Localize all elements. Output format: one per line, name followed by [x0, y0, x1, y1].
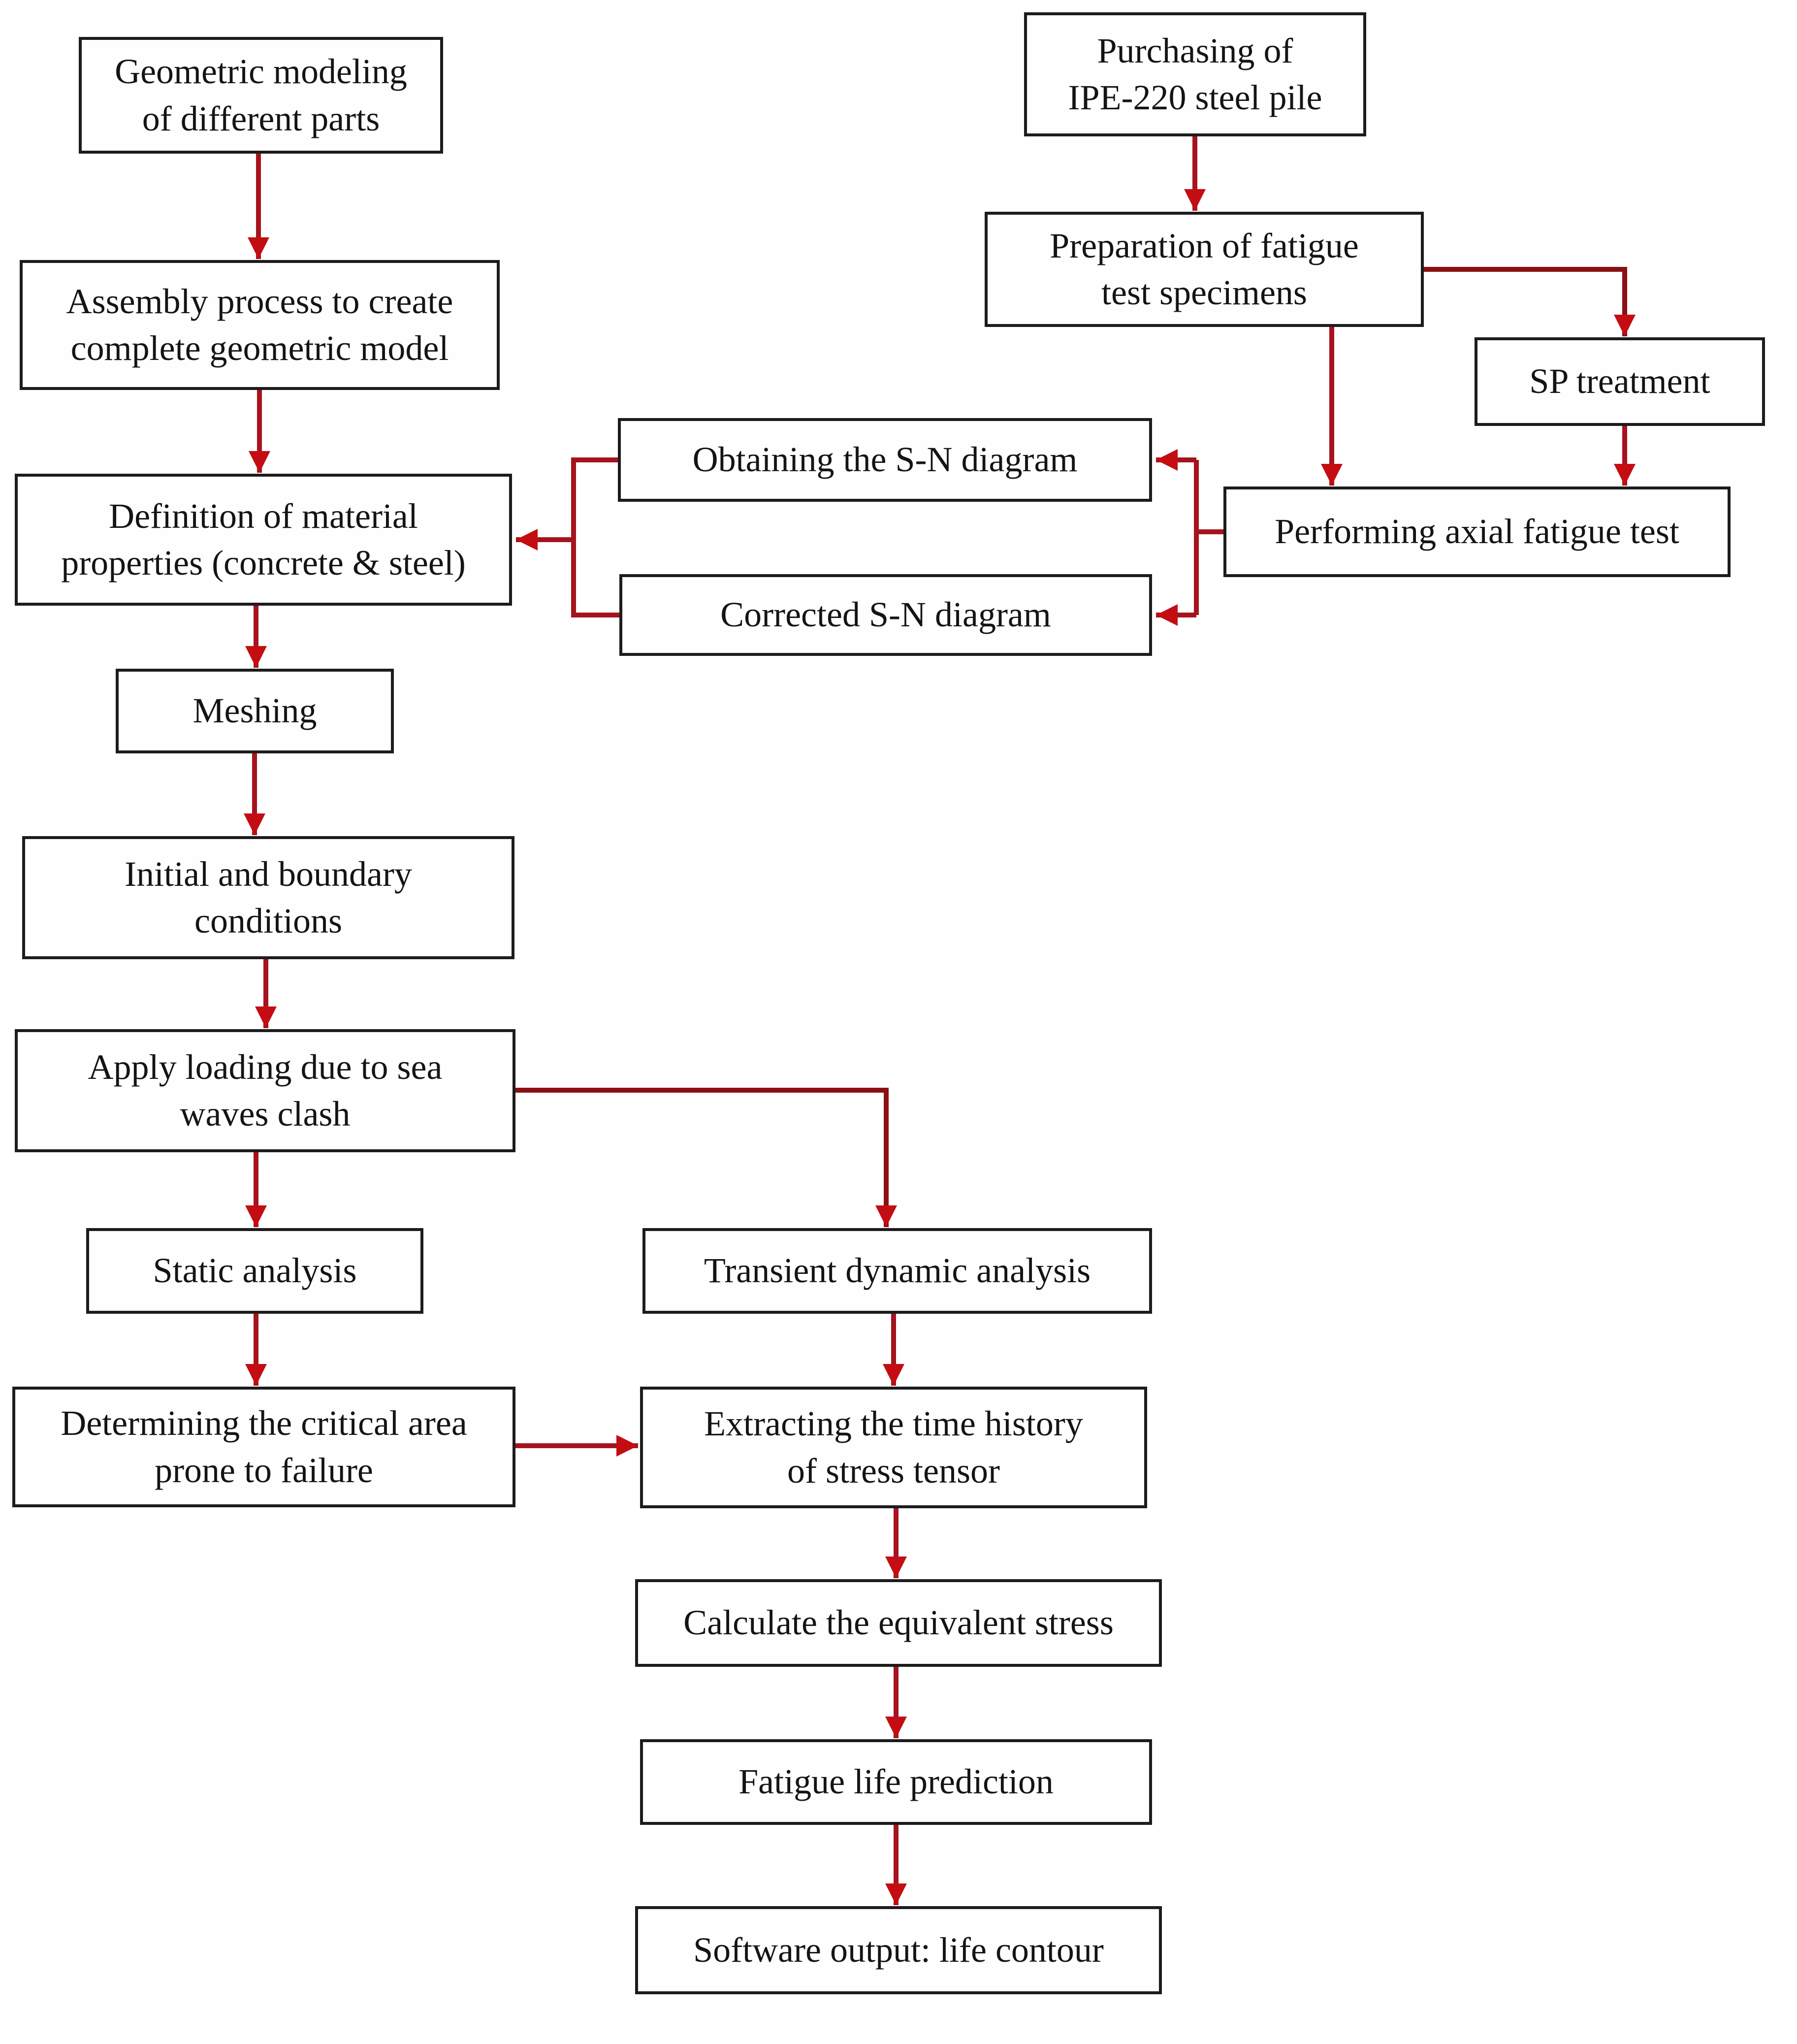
node-meshing: Meshing [116, 669, 394, 753]
node-apply-loading: Apply loading due to sea waves clash [15, 1029, 515, 1152]
node-definition-material-properties: Definition of material properties (concr… [15, 474, 512, 606]
node-fatigue-life-prediction: Fatigue life prediction [640, 1739, 1152, 1825]
node-performing-axial-fatigue-test: Performing axial fatigue test [1223, 487, 1731, 577]
node-obtaining-sn-diagram: Obtaining the S-N diagram [618, 418, 1152, 502]
arrow-apply-to-transient [515, 1088, 898, 1227]
node-purchasing-steel-pile: Purchasing of IPE-220 steel pile [1024, 12, 1366, 136]
node-transient-dynamic-analysis: Transient dynamic analysis [642, 1228, 1152, 1314]
node-static-analysis: Static analysis [86, 1228, 423, 1314]
node-calculate-equivalent-stress: Calculate the equivalent stress [635, 1579, 1162, 1667]
line-performing-bracket-spine [1194, 460, 1223, 534]
node-assembly-process: Assembly process to create complete geom… [20, 260, 500, 390]
node-preparation-specimens: Preparation of fatigue test specimens [985, 212, 1424, 327]
node-extracting-time-history: Extracting the time history of stress te… [640, 1387, 1147, 1508]
arrow-preparation-to-sp [1424, 267, 1636, 336]
line-sn-bracket-spine [571, 457, 619, 617]
node-initial-boundary-conditions: Initial and boundary conditions [22, 836, 514, 959]
node-software-output-life-contour: Software output: life contour [635, 1906, 1162, 1994]
node-corrected-sn-diagram: Corrected S-N diagram [619, 574, 1152, 656]
node-determining-critical-area: Determining the critical area prone to f… [12, 1387, 515, 1507]
node-sp-treatment: SP treatment [1475, 337, 1765, 426]
node-geometric-modeling: Geometric modeling of different parts [79, 37, 443, 154]
